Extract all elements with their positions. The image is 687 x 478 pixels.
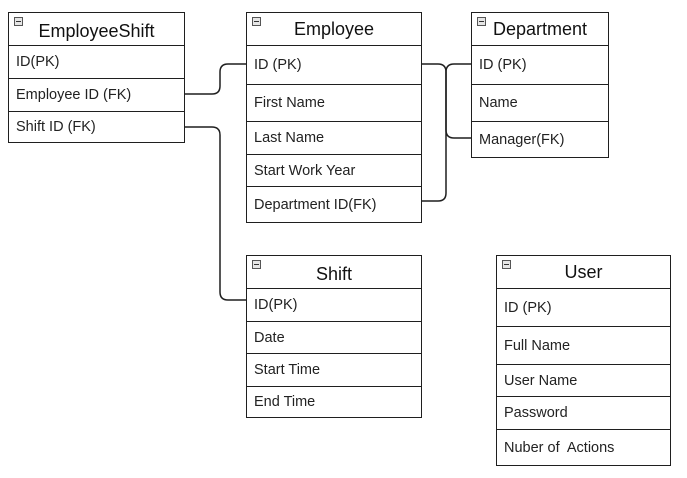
field-full-name: Full Name: [497, 326, 670, 364]
field-department-id: Department ID(FK): [247, 186, 421, 222]
collapse-minus-icon[interactable]: [252, 17, 261, 26]
entity-header: User: [497, 256, 670, 289]
field-name: Name: [472, 84, 608, 121]
entity-title: Department: [492, 18, 588, 39]
field-end-time: End Time: [247, 386, 421, 417]
field-user-name: User Name: [497, 364, 670, 396]
entity-title: Employee: [293, 18, 375, 39]
connector-employeeshift-employee: [184, 63, 246, 95]
entity-employee[interactable]: Employee ID (PK) First Name Last Name St…: [246, 12, 422, 223]
field-last-name: Last Name: [247, 121, 421, 154]
field-start-work-year: Start Work Year: [247, 154, 421, 186]
entity-department[interactable]: Department ID (PK) Name Manager(FK): [471, 12, 609, 158]
entity-user[interactable]: User ID (PK) Full Name User Name Passwor…: [496, 255, 671, 466]
collapse-minus-icon[interactable]: [502, 260, 511, 269]
field-id: ID(PK): [254, 297, 298, 313]
entity-title: EmployeeShift: [38, 20, 155, 41]
field-first-name: First Name: [247, 84, 421, 121]
field-date: Date: [247, 321, 421, 353]
collapse-minus-icon[interactable]: [14, 17, 23, 26]
entity-title: User: [564, 261, 603, 282]
entity-employee-shift[interactable]: EmployeeShift ID(PK) Employee ID (FK) Sh…: [8, 12, 185, 143]
field-id: ID (PK): [504, 299, 552, 316]
field-id: ID (PK): [254, 57, 302, 73]
collapse-minus-icon[interactable]: [252, 260, 261, 269]
connector-employee-department-manager: [421, 63, 471, 139]
field-id: ID(PK): [16, 54, 60, 70]
field-shift-id: Shift ID (FK): [9, 111, 184, 142]
entity-header: Shift: [247, 256, 421, 289]
entity-title: Shift: [315, 263, 353, 284]
field-id: ID (PK): [479, 57, 527, 73]
collapse-minus-icon[interactable]: [477, 17, 486, 26]
field-number-of-actions: Nuber of Actions: [497, 429, 670, 465]
field-employee-id: Employee ID (FK): [9, 78, 184, 111]
entity-header: Department: [472, 13, 608, 46]
entity-header: EmployeeShift: [9, 13, 184, 46]
field-password: Password: [497, 396, 670, 429]
entity-shift[interactable]: Shift ID(PK) Date Start Time End Time: [246, 255, 422, 418]
field-start-time: Start Time: [247, 353, 421, 386]
entity-header: Employee: [247, 13, 421, 46]
field-manager: Manager(FK): [472, 121, 608, 157]
connector-employeeshift-shift: [184, 126, 246, 301]
